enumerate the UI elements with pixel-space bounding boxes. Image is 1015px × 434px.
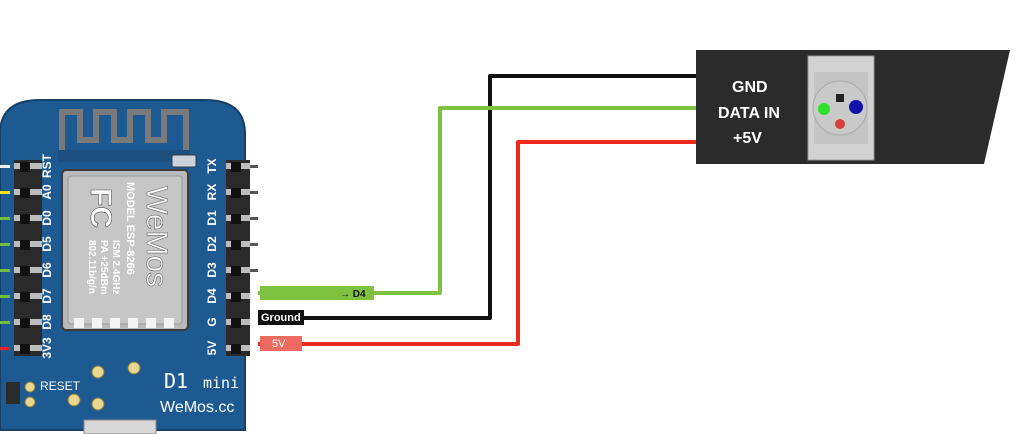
svg-text:→ D4: → D4	[340, 289, 366, 300]
pin-label-d2: D2	[205, 236, 219, 252]
module-pads	[74, 318, 174, 328]
module-model: MODEL ESP-8266	[124, 182, 136, 275]
pin-label-rst: RST	[40, 153, 54, 178]
svg-text:5V: 5V	[272, 338, 286, 350]
board-name: D1	[164, 369, 188, 393]
svg-text:Ground: Ground	[261, 312, 301, 324]
module-spec-2: PA +25dBm	[98, 240, 109, 295]
left-header	[0, 160, 42, 356]
led-lens	[812, 80, 868, 136]
ground-wire	[258, 74, 712, 320]
pin-label-tx: TX	[205, 158, 219, 173]
power-wire-tag: 5V	[260, 336, 302, 351]
wires	[258, 74, 712, 346]
ground-wire-tag: Ground	[258, 310, 304, 325]
pin-label-d0: D0	[40, 210, 54, 226]
right-header	[226, 160, 258, 356]
module-spec-1: ISM 2.4GHz	[110, 240, 121, 294]
led-blue-die	[849, 100, 863, 114]
pin-label-d3: D3	[205, 262, 219, 278]
data-wire-tag: → D4	[260, 286, 374, 300]
pin-label-d7: D7	[40, 288, 54, 304]
pin-label-d1: D1	[205, 210, 219, 226]
led-green-die	[818, 103, 830, 115]
fcc-logo: FC	[84, 188, 117, 228]
antenna-trace	[59, 109, 189, 152]
usb-connector	[83, 419, 157, 434]
board-site: WeMos.cc	[160, 399, 234, 416]
pin-label-d4: D4	[205, 288, 219, 304]
led-red-die	[835, 119, 845, 129]
wemos-d1-mini-board: FC MODEL ESP-8266 ISM 2.4GHz PA +25dBm 8…	[0, 99, 258, 434]
wemos-module-logo: WeMos	[140, 186, 173, 287]
strip-label-5v: +5V	[733, 130, 762, 147]
board-name-suffix: mini	[203, 374, 239, 392]
pin-label-rx: RX	[205, 184, 219, 201]
led-component	[171, 154, 197, 168]
led-strip: GND DATA IN +5V	[696, 50, 1010, 164]
pin-label-5v: 5V	[205, 341, 219, 356]
pin-label-d5: D5	[40, 236, 54, 252]
reset-label: RESET	[40, 379, 81, 393]
strip-label-gnd: GND	[732, 79, 768, 96]
reset-button[interactable]	[6, 382, 20, 404]
pin-label-3v3: 3V3	[40, 337, 54, 359]
module-spec-3: 802.11b/g/n	[86, 240, 97, 294]
pin-label-d6: D6	[40, 262, 54, 278]
pin-label-g: G	[205, 317, 219, 326]
strip-label-data-in: DATA IN	[718, 105, 780, 122]
power-wire	[258, 140, 712, 346]
pin-label-d8: D8	[40, 314, 54, 330]
data-wire	[258, 106, 712, 295]
pin-label-a0: A0	[40, 184, 54, 200]
